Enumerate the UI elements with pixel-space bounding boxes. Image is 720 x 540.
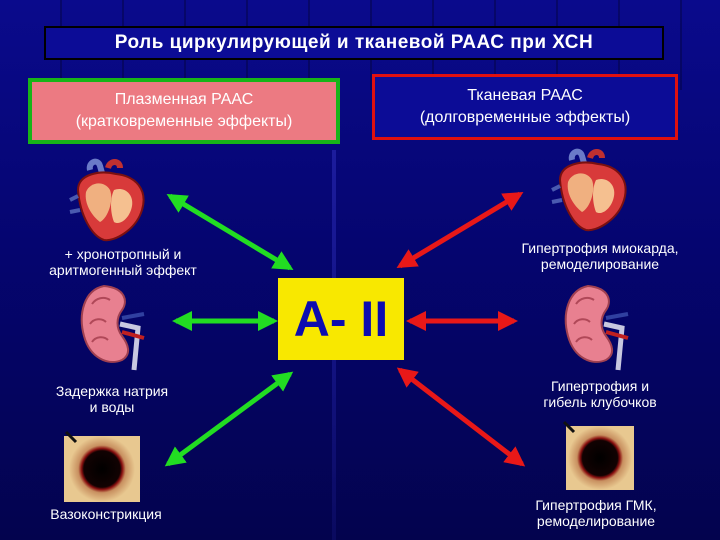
- tissue-raas-subtitle: (долговременные эффекты): [419, 109, 631, 126]
- label-line: ремоделирование: [540, 256, 660, 272]
- label-line: Гипертрофия и: [550, 378, 650, 394]
- kidney-icon: [80, 284, 145, 371]
- label-line: + хронотропный и: [64, 246, 182, 262]
- kidney-icon: [564, 284, 629, 371]
- label-myocardial-hypertrophy: Гипертрофия миокарда, ремоделирование: [482, 240, 718, 272]
- arrow-left-vessel: [164, 371, 294, 467]
- label-sodium-water-retention: Задержка натрия и воды: [20, 383, 204, 415]
- plasma-raas-box: Плазменная РААС (кратковременные эффекты…: [28, 78, 340, 144]
- arrow-left-heart: [166, 193, 294, 271]
- label-smc-hypertrophy: Гипертрофия ГМК, ремоделирование: [496, 497, 696, 529]
- plasma-raas-subtitle: (кратковременные эффекты): [75, 113, 293, 130]
- arrow-right-vessel: [396, 367, 526, 467]
- label-line: Гипертрофия миокарда,: [521, 240, 679, 256]
- slide-title: Роль циркулирующей и тканевой РААС при Х…: [44, 26, 664, 60]
- heart-icon: [551, 148, 627, 232]
- tissue-raas-name: Тканевая РААС: [467, 87, 583, 104]
- label-line: гибель клубочков: [543, 394, 657, 410]
- artery-crosssection-icon: [562, 420, 634, 490]
- label-vasoconstriction: Вазоконстрикция: [50, 506, 162, 522]
- label-chronotropic-effect: + хронотропный и аритмогенный эффект: [16, 246, 230, 278]
- label-glomerular-hypertrophy: Гипертрофия и гибель клубочков: [500, 378, 700, 410]
- label-line: и воды: [89, 399, 135, 415]
- artery-crosssection-icon: [64, 430, 140, 502]
- heart-icon: [69, 158, 145, 242]
- label-line: Задержка натрия: [55, 383, 169, 399]
- tissue-raas-box: Тканевая РААС (долговременные эффекты): [372, 74, 678, 140]
- label-line: Гипертрофия ГМК,: [535, 497, 657, 513]
- arrow-right-heart: [396, 191, 524, 269]
- label-line: ремоделирование: [536, 513, 656, 529]
- plasma-raas-name: Плазменная РААС: [114, 91, 254, 108]
- label-line: аритмогенный эффект: [49, 262, 197, 278]
- angiotensin-ii-box: А- II: [278, 278, 404, 360]
